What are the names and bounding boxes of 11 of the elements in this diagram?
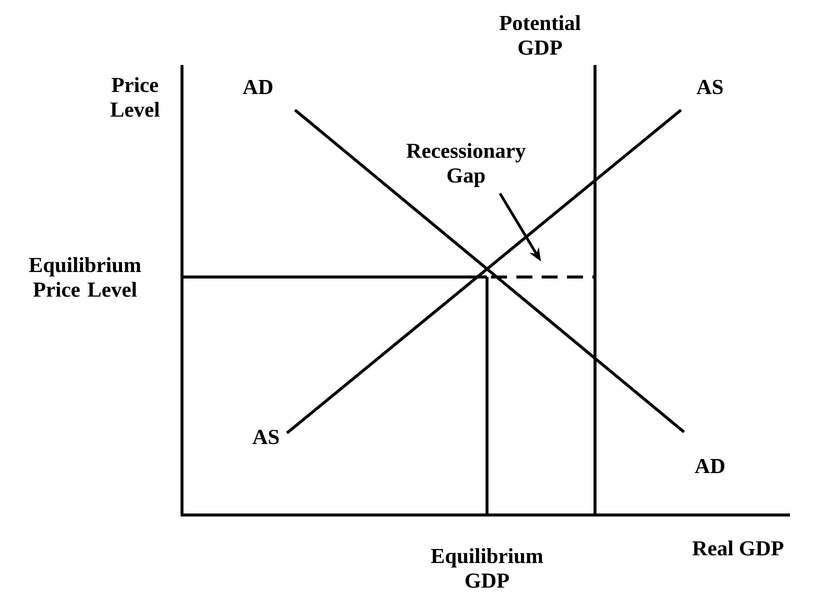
gap-line <box>491 276 595 278</box>
axis-label: Price Level <box>110 77 160 117</box>
gap-label: Recessionary Gap <box>406 143 526 187</box>
curve-label: AD <box>694 458 724 474</box>
axis-label: Equilibrium GDP <box>431 548 543 588</box>
curve-label: AS <box>252 430 279 444</box>
curve-label: AS <box>696 80 723 94</box>
axis-label: Potential GDP <box>499 15 581 55</box>
curve-label: AD <box>242 80 272 94</box>
axis-label: Equilibrium Price Level <box>29 257 141 297</box>
axis-label: Real GDP <box>692 540 784 556</box>
